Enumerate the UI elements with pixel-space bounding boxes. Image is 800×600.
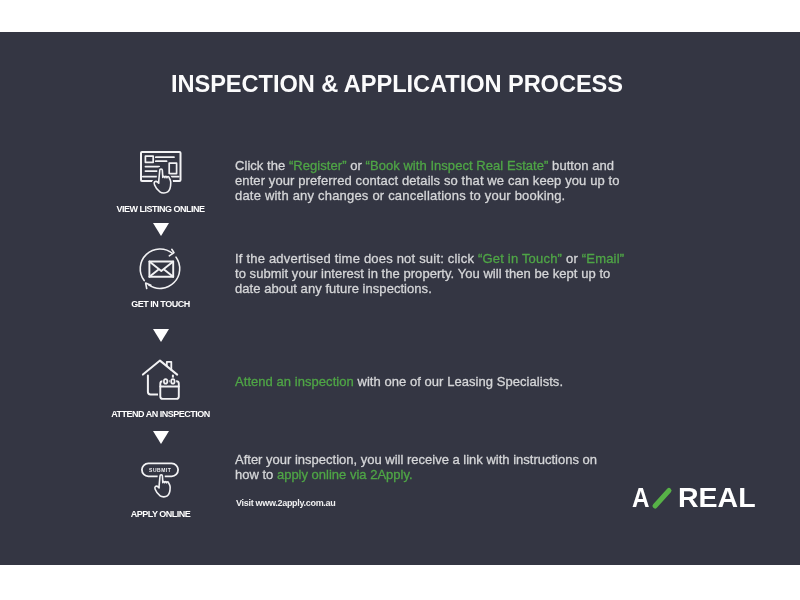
svg-text:SUBMIT: SUBMIT	[149, 467, 171, 473]
